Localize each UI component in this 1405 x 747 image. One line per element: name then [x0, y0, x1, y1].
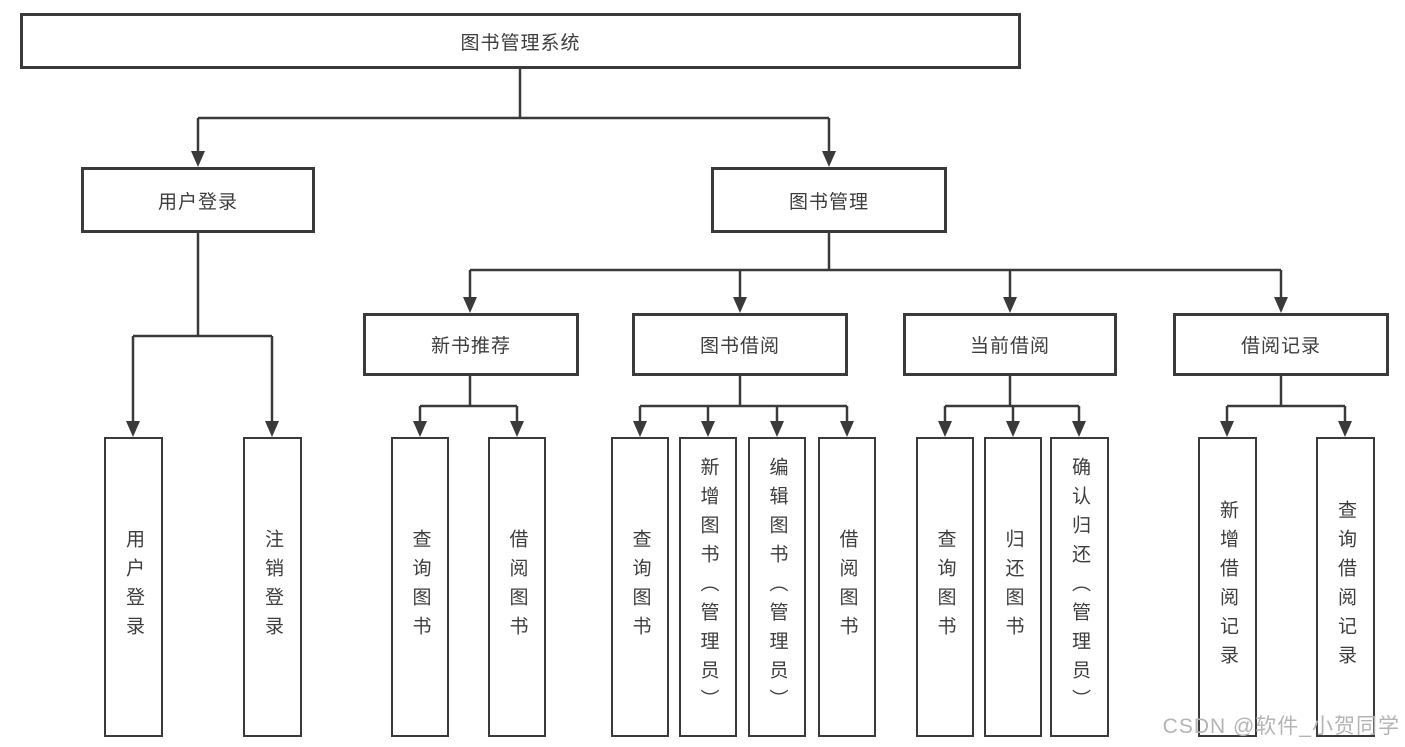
arrow-a1 — [413, 421, 427, 437]
arrow-u1 — [126, 421, 140, 437]
arrow-b2 — [701, 421, 715, 437]
arrow-sec3 — [1003, 297, 1017, 313]
node-current-query-books: 查询图书 — [916, 437, 974, 737]
arrow-sec4 — [1274, 297, 1288, 313]
arrow-book-mgmt — [822, 151, 836, 167]
node-logout: 注销登录 — [243, 437, 302, 737]
node-add-books-admin: 新增图书（管理员） — [679, 437, 737, 737]
node-add-borrow-record: 新增借阅记录 — [1198, 437, 1257, 737]
node-edit-books-admin: 编辑图书（管理员） — [748, 437, 806, 737]
node-borrow-query-books: 查询图书 — [611, 437, 669, 737]
arrow-c3 — [1072, 421, 1086, 437]
arrowheads — [126, 151, 1352, 437]
node-query-borrow-record: 查询借阅记录 — [1316, 437, 1375, 737]
arrow-user-login — [191, 151, 205, 167]
arrow-c1 — [938, 421, 952, 437]
node-borrow-records: 借阅记录 — [1173, 313, 1389, 376]
arrow-a2 — [510, 421, 524, 437]
arrow-b1 — [633, 421, 647, 437]
arrow-sec2 — [733, 297, 747, 313]
arrow-d1 — [1220, 421, 1234, 437]
arrow-c2 — [1006, 421, 1020, 437]
node-new-book-recommend: 新书推荐 — [363, 313, 579, 376]
node-rec-borrow-books: 借阅图书 — [488, 437, 546, 737]
csdn-watermark: CSDN @软件_小贺同学 — [1162, 715, 1400, 738]
arrow-u2 — [265, 421, 279, 437]
arrow-d2 — [1338, 421, 1352, 437]
node-user-login-leaf: 用户登录 — [104, 437, 163, 737]
arrow-b3 — [770, 421, 784, 437]
arrow-b4 — [840, 421, 854, 437]
node-rec-query-books: 查询图书 — [391, 437, 449, 737]
node-borrow-books-leaf: 借阅图书 — [818, 437, 876, 737]
node-root: 图书管理系统 — [20, 13, 1021, 69]
node-user-login: 用户登录 — [81, 167, 315, 233]
node-return-books: 归还图书 — [984, 437, 1042, 737]
node-book-management: 图书管理 — [711, 167, 947, 233]
connector-lines — [131, 69, 1347, 423]
node-current-borrow: 当前借阅 — [903, 313, 1117, 376]
node-confirm-return-admin: 确认归还（管理员） — [1050, 437, 1109, 737]
node-book-borrow: 图书借阅 — [632, 313, 848, 376]
arrow-sec1 — [463, 297, 477, 313]
